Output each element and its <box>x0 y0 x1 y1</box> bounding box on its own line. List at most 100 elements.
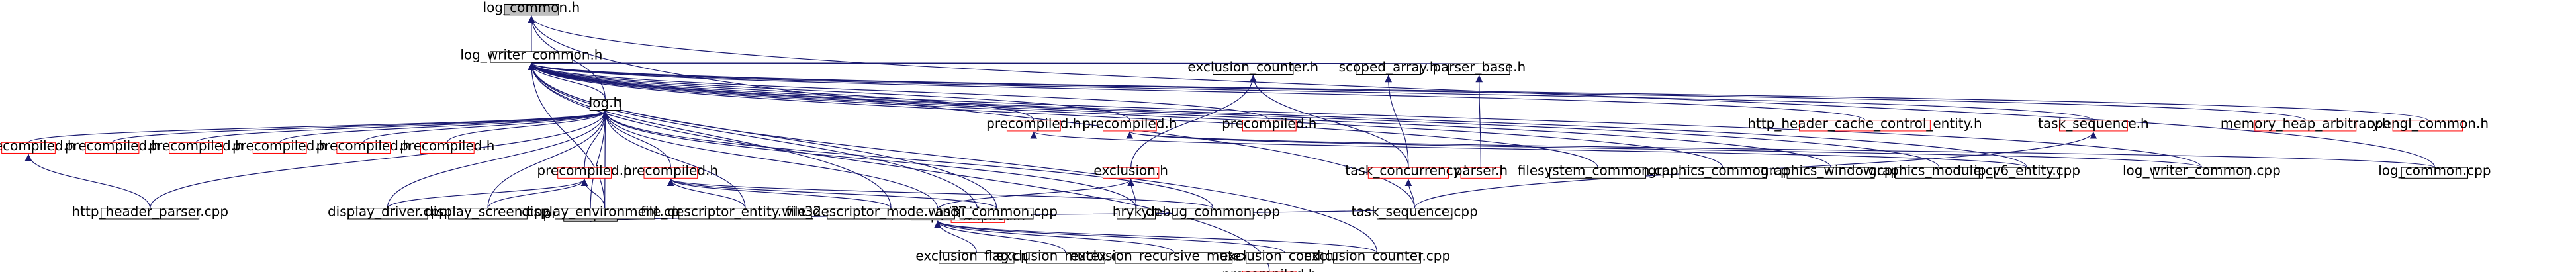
node-log-common-h[interactable]: log_common.h <box>483 0 580 16</box>
node-label: precompiled.h <box>232 138 327 154</box>
dependency-edge <box>1031 131 2028 168</box>
node-memory-heap-arbitrary-h[interactable]: memory_heap_arbitrary.h <box>2221 115 2391 132</box>
node-box <box>2392 120 2463 132</box>
node-filesystem-common-cpp[interactable]: filesystem_common.cpp <box>1518 163 1679 179</box>
node-box <box>1460 167 1502 179</box>
node-task-concurrency-h[interactable]: task_concurrency.h <box>1345 163 1472 179</box>
node-label: http_header_cache_control_entity.h <box>1747 115 1982 131</box>
node-exclusion-flag-cpp[interactable]: exclusion_flag.cpp <box>915 248 1037 264</box>
node-exclusion-recursive-mutex-cpp[interactable]: exclusion_recursive_mutex.cpp <box>1070 248 1277 264</box>
node-graphics-window-cpp[interactable]: graphics_window.cpp <box>1761 163 1901 179</box>
node-parser-base-h[interactable]: parser_base.h <box>1432 59 1526 75</box>
node-box <box>1799 120 1931 132</box>
node-http-header-parser-cpp[interactable]: http_header_parser.cpp <box>71 203 228 220</box>
node-box <box>169 142 223 154</box>
node-parser-h[interactable]: parser.h <box>1454 163 1508 179</box>
node-exclusion-counter-cpp[interactable]: exclusion_counter.cpp <box>1304 248 1450 264</box>
node-box <box>643 167 698 179</box>
node-pre5[interactable]: precompiled.h <box>316 138 411 154</box>
node-box <box>1895 167 1983 179</box>
dependency-edge <box>150 111 609 208</box>
node-exclusion-cond-cpp[interactable]: exclusion_cond.cpp <box>1220 248 1349 264</box>
node-display-driver-cpp[interactable]: display_driver.cpp <box>328 203 447 220</box>
dependency-edge <box>1127 131 2436 168</box>
node-graphics-module-cpp[interactable]: graphics_module.cpp <box>1868 163 2009 179</box>
node-box <box>1376 208 1453 220</box>
node-label: log_common.cpp <box>2378 163 2491 179</box>
dependency-edge <box>528 62 1866 121</box>
node-pre-r2[interactable]: precompiled.h <box>623 163 718 179</box>
dependency-edge <box>1475 75 1483 168</box>
node-box <box>1025 252 1105 264</box>
dependency-edge <box>602 111 671 168</box>
node-fde-win32-cpp[interactable]: file_descriptor_entity.win32.cpp <box>641 203 850 220</box>
node-label: precompiled.h <box>1222 267 1316 272</box>
node-exclusion-counter-h[interactable]: exclusion_counter.h <box>1187 59 1318 75</box>
node-pre6[interactable]: precompiled.h <box>400 138 494 154</box>
dependency-edge <box>528 62 1035 120</box>
node-pre2[interactable]: precompiled.h <box>65 138 160 154</box>
node-box <box>2153 167 2250 179</box>
dependency-edge <box>602 111 609 208</box>
node-box <box>1333 252 1421 264</box>
node-box <box>1115 252 1233 264</box>
node-display-environment-cpp[interactable]: display_environment.cpp <box>522 203 688 220</box>
node-box <box>1786 167 1875 179</box>
node-task-sequence-cpp[interactable]: task_sequence.cpp <box>1352 203 1478 220</box>
node-log-writer-common-h[interactable]: log_writer_common.h <box>460 46 602 63</box>
node-label: log_common.h <box>483 0 580 15</box>
node-box <box>490 51 573 63</box>
node-task-sequence-h[interactable]: task_sequence.h <box>2038 115 2149 132</box>
node-debug-common-cpp[interactable]: debug_common.cpp <box>1146 203 1280 220</box>
dependency-edge <box>363 111 609 143</box>
node-log-writer-common-cpp[interactable]: log_writer_common.cpp <box>2123 163 2281 179</box>
node-http-header-cache-h[interactable]: http_header_cache_control_entity.h <box>1747 115 1982 132</box>
graph-nodes: log_common.h log_writer_common.h log.h prec… <box>0 0 2491 272</box>
dependency-edge <box>528 62 2094 121</box>
node-exclusion-h[interactable]: exclusion.h <box>1093 163 1168 179</box>
node-ip-v6-entity-cpp[interactable]: ip_v6_entity.cpp <box>1974 163 2080 179</box>
node-label: filesystem_common.cpp <box>1518 163 1679 179</box>
node-pre9[interactable]: precompiled.h <box>1222 267 1316 272</box>
node-box <box>827 208 955 220</box>
node-pre7[interactable]: precompiled.h <box>537 163 632 179</box>
node-exclusion-mutex-cpp[interactable]: exclusion_mutex.cpp <box>996 248 1135 264</box>
node-pre3[interactable]: precompiled.h <box>148 138 244 154</box>
node-box <box>2058 120 2128 132</box>
node-log-h[interactable]: log.h <box>589 95 622 111</box>
node-box <box>1356 63 1421 75</box>
dependency-edge <box>667 178 892 209</box>
node-label: exclusion_recursive_mutex.cpp <box>1070 248 1277 263</box>
node-box <box>557 167 612 179</box>
node-label: opengl_common.h <box>2367 115 2489 131</box>
node-hryky-h[interactable]: hryky.h <box>1113 203 1160 220</box>
node-label: ip_v6_entity.cpp <box>1974 163 2080 179</box>
dependency-edge <box>580 179 606 208</box>
node-box <box>1246 252 1324 264</box>
node-pre4[interactable]: precompiled.h <box>232 138 327 154</box>
node-opengl-common-h[interactable]: opengl_common.h <box>2367 115 2489 132</box>
node-log-common-cpp[interactable]: log_common.cpp <box>2378 163 2491 179</box>
node-display-screen-cpp[interactable]: display_screen.cpp <box>425 203 551 220</box>
node-label: graphics_window.cpp <box>1761 163 1901 179</box>
node-box <box>1172 208 1254 220</box>
dependency-edge <box>528 63 1270 271</box>
node-pre1[interactable]: precompiled.h <box>0 138 76 154</box>
node-label: display_environment.cpp <box>522 203 688 219</box>
node-label: graphics_module.cpp <box>1868 163 2009 179</box>
node-graphics-common-cpp[interactable]: graphics_common.cpp <box>1648 163 1797 179</box>
node-scoped-array-h[interactable]: scoped_array.h <box>1339 59 1438 75</box>
node-box <box>1549 167 1647 179</box>
node-ascii-common-cpp[interactable]: ascii_common.cpp <box>935 203 1058 220</box>
node-pre-r4[interactable]: precompiled.h <box>1082 115 1177 132</box>
dependency-edge <box>528 63 2028 168</box>
node-label: exclusion.h <box>1093 163 1168 179</box>
node-label: ascii_common.cpp <box>935 203 1058 219</box>
node-label: task_sequence.cpp <box>1352 203 1478 219</box>
node-box <box>589 99 621 111</box>
node-label: parser.h <box>1454 163 1508 179</box>
node-box <box>555 208 655 220</box>
dependency-edge <box>667 178 997 209</box>
node-pre-r5[interactable]: precompiled.h <box>1222 115 1316 132</box>
node-pre-r3[interactable]: precompiled.h <box>986 115 1081 132</box>
